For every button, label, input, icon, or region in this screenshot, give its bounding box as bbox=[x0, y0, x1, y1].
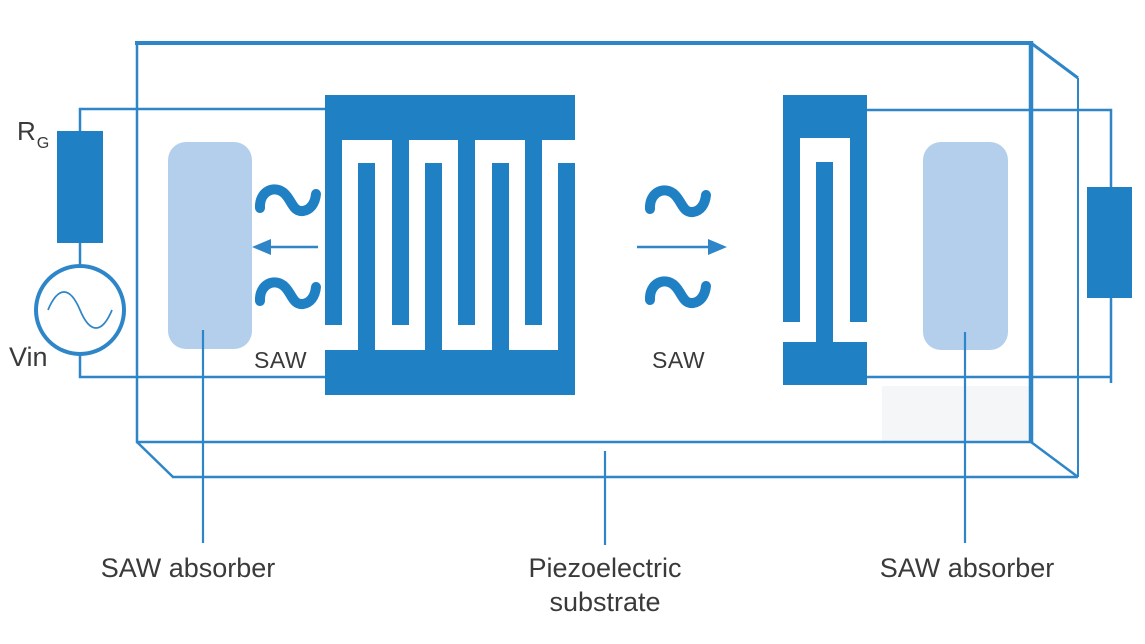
wire-source-to-idt-top bbox=[78, 107, 325, 131]
wire-source-to-idt-bottom bbox=[78, 353, 325, 379]
source-resistor-label-sub: G bbox=[36, 134, 50, 153]
saw-absorber-right bbox=[923, 142, 1008, 350]
wire-idt-to-load-top bbox=[867, 108, 1113, 187]
callout-lines bbox=[201, 330, 967, 545]
idt-finger bbox=[492, 163, 509, 395]
substrate-bottom-left-slant bbox=[136, 441, 174, 478]
substrate-label: Piezoelectric substrate bbox=[505, 552, 705, 620]
input-idt bbox=[325, 95, 575, 395]
source-resistor-label-main: R bbox=[17, 116, 36, 146]
saw-absorber-left bbox=[168, 142, 252, 349]
saw-wave-right-group bbox=[637, 185, 727, 308]
idt-finger bbox=[358, 163, 375, 395]
arrow-right-icon bbox=[708, 239, 727, 255]
saw-wave-left-group bbox=[252, 184, 321, 309]
load-resistor bbox=[1087, 187, 1132, 298]
wave-squiggle-icon bbox=[255, 184, 321, 216]
output-circuit-wires bbox=[867, 108, 1113, 383]
source-resistor bbox=[57, 131, 103, 243]
idt-finger bbox=[558, 163, 575, 395]
substrate-bottom-right-slant bbox=[1030, 440, 1079, 479]
idt-finger bbox=[325, 95, 342, 325]
saw-label-left: SAW bbox=[254, 347, 308, 373]
input-source-label: Vin bbox=[9, 342, 48, 372]
output-idt bbox=[783, 95, 867, 385]
substrate-label-line2: substrate bbox=[549, 586, 661, 617]
idt-finger bbox=[850, 95, 867, 322]
idt-finger bbox=[783, 95, 800, 322]
wave-squiggle-icon bbox=[255, 277, 321, 309]
idt-finger bbox=[816, 162, 833, 385]
idt-finger bbox=[425, 163, 442, 395]
input-circuit-wires bbox=[78, 107, 325, 379]
saw-absorber-left-label: SAW absorber bbox=[100, 553, 276, 583]
arrow-left-icon bbox=[252, 239, 271, 255]
idt-finger bbox=[392, 95, 409, 325]
ac-source-sine-icon bbox=[47, 291, 113, 329]
substrate-shading bbox=[882, 386, 1030, 441]
source-resistor-label: RG bbox=[17, 115, 50, 153]
saw-absorber-right-label: SAW absorber bbox=[879, 553, 1055, 583]
idt-finger bbox=[458, 95, 475, 325]
wave-squiggle-icon bbox=[645, 276, 711, 308]
ac-source-icon bbox=[34, 264, 126, 356]
wave-squiggle-icon bbox=[645, 185, 711, 217]
substrate-top-right-slant bbox=[1030, 41, 1079, 80]
substrate-label-line1: Piezoelectric bbox=[528, 553, 682, 583]
idt-finger bbox=[525, 95, 542, 325]
saw-label-right: SAW bbox=[652, 347, 706, 373]
